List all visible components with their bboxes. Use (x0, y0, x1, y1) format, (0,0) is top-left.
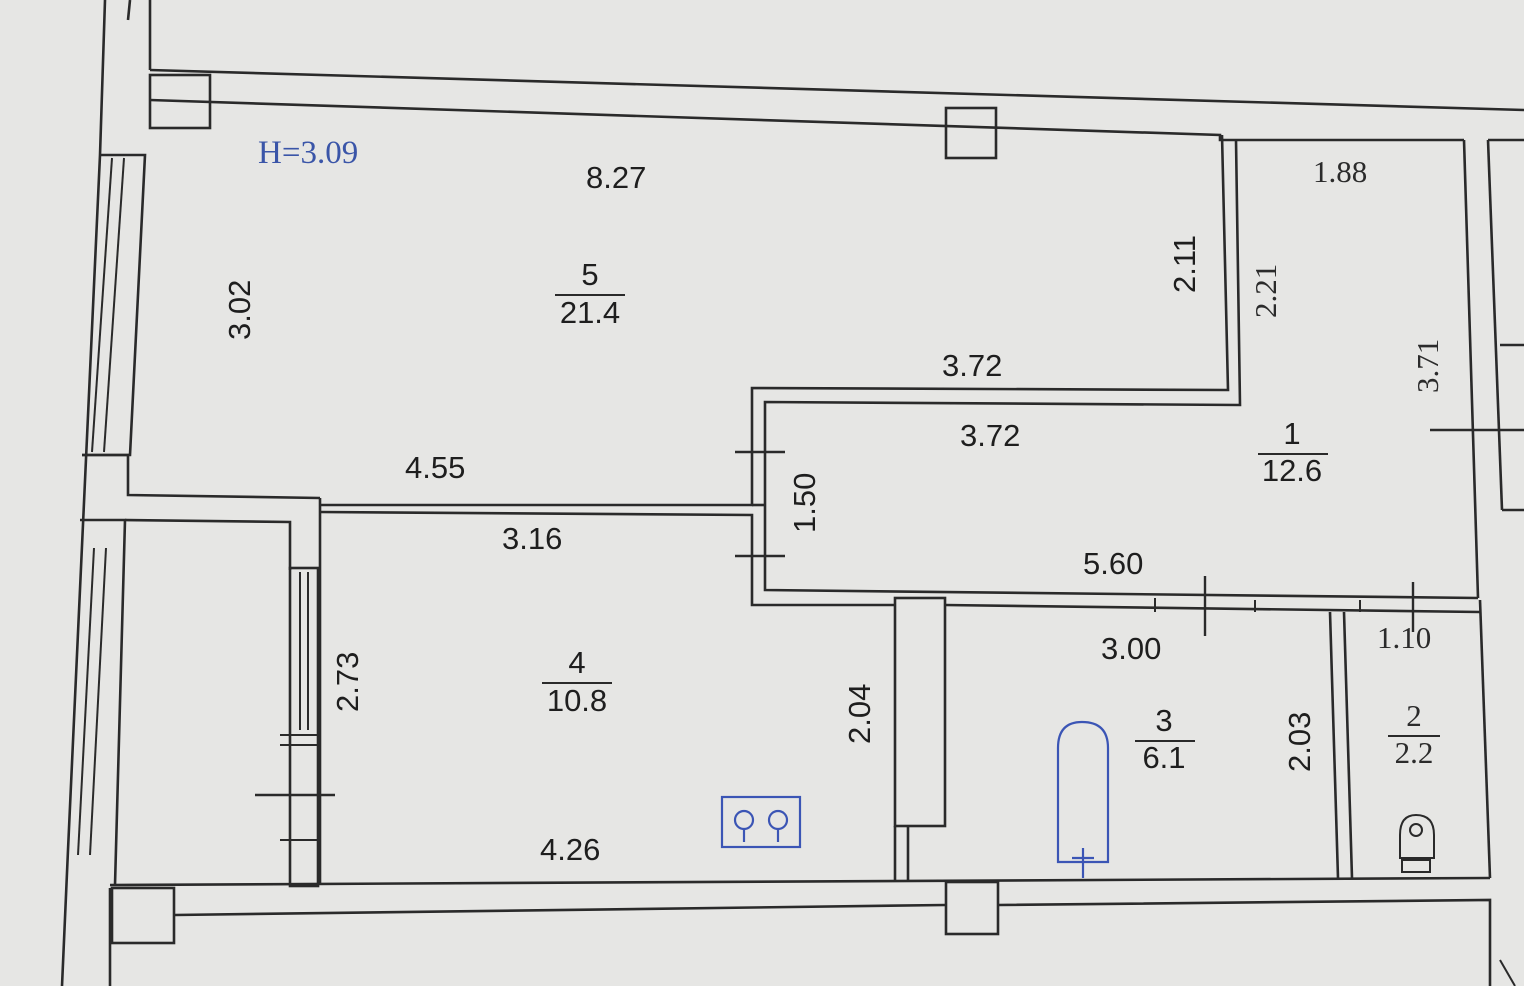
bathtub-icon (1056, 720, 1110, 878)
room-1-number: 1 (1283, 416, 1300, 451)
dimension-label: 3.72 (960, 418, 1020, 453)
dimension-label: 3.71 (1410, 339, 1445, 393)
room-3-area: 6.1 (1142, 740, 1185, 775)
room-5-area: 21.4 (560, 295, 620, 330)
dimension-label: 4.55 (405, 450, 465, 485)
dimension-label: 2.03 (1282, 712, 1317, 772)
dimension-label: 1.10 (1377, 620, 1431, 655)
dimension-label: 3.00 (1101, 631, 1161, 666)
fixtures (720, 720, 1435, 878)
dimension-label: 2.11 (1167, 235, 1202, 293)
dimension-label: 2.73 (330, 652, 365, 712)
ceiling-height-label: H=3.09 (258, 135, 358, 171)
room-4-number: 4 (568, 645, 585, 680)
room-4-area: 10.8 (547, 683, 607, 718)
toilet-icon (1399, 813, 1435, 873)
dimension-label: 5.60 (1083, 546, 1143, 581)
room-2-number: 2 (1406, 698, 1422, 733)
dimension-label: 1.88 (1313, 154, 1367, 189)
dimension-label: 8.27 (586, 160, 646, 195)
room-labels: 5 21.4 4 10.8 1 12.6 3 6.1 2 2.2 (542, 257, 1440, 775)
dimension-label: 2.21 (1248, 264, 1283, 318)
room-3-number: 3 (1155, 703, 1172, 738)
dimension-label: 1.50 (787, 473, 822, 533)
dimension-label: 3.02 (222, 280, 257, 340)
columns (110, 73, 1000, 945)
room-1-area: 12.6 (1262, 453, 1322, 488)
door-markers (255, 428, 1524, 797)
dimension-label: 2.04 (842, 684, 877, 744)
room-5-number: 5 (581, 257, 598, 292)
dimension-labels: 8.27 3.02 2.11 2.21 1.88 3.71 3.72 3.72 … (222, 154, 1445, 867)
dimension-label: 3.16 (502, 521, 562, 556)
dimension-label: 3.72 (942, 348, 1002, 383)
interior-walls (319, 134, 1481, 880)
exterior-walls (60, 0, 1524, 986)
room-2-area: 2.2 (1395, 735, 1434, 770)
dimension-label: 4.26 (540, 832, 600, 867)
stove-icon (720, 795, 802, 849)
